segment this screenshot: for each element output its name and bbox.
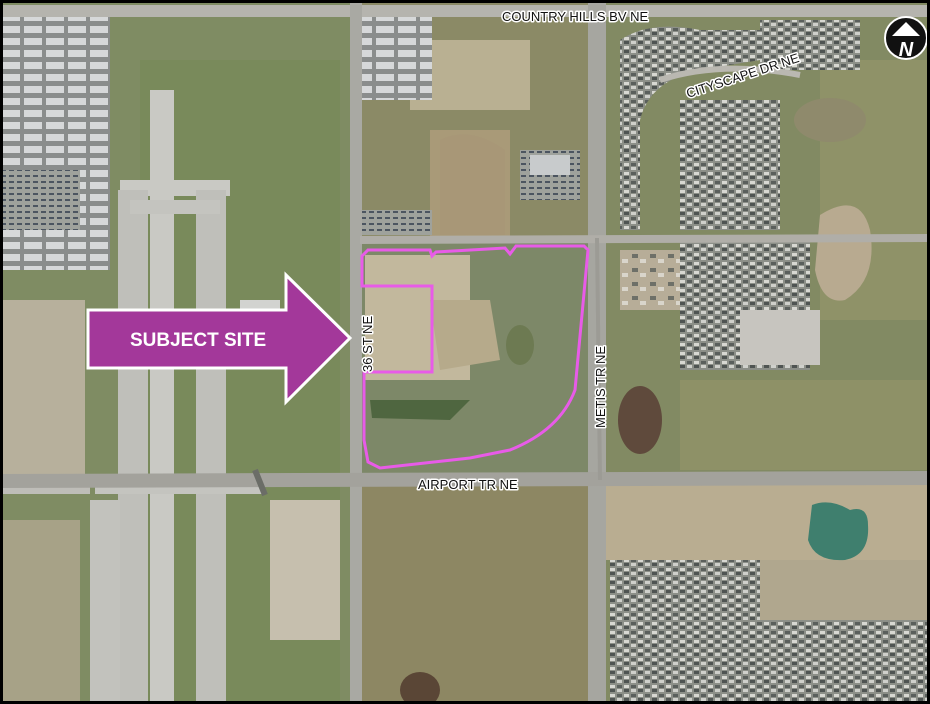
- road-label-metis: METIS TR NE: [593, 346, 608, 428]
- subject-site-label: SUBJECT SITE: [130, 330, 266, 351]
- road-label-36-st: 36 ST NE: [360, 316, 375, 372]
- airport-area: [0, 10, 280, 704]
- road-label-country-hills: COUNTRY HILLS BV NE: [502, 9, 649, 24]
- subject-site-boundary[interactable]: [360, 244, 590, 470]
- residential-areas: [610, 20, 930, 704]
- road-label-airport: AIRPORT TR NE: [418, 477, 518, 492]
- industrial-area: [362, 10, 580, 235]
- subject-site-arrow[interactable]: SUBJECT SITE: [86, 271, 353, 406]
- north-arrow-letter: N: [899, 39, 914, 61]
